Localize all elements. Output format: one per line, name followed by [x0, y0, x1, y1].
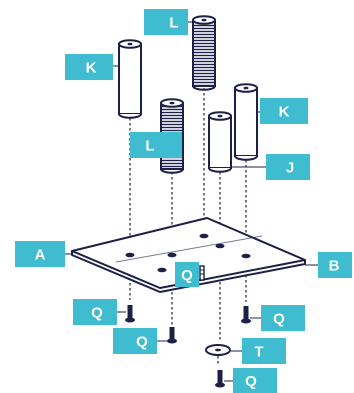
callout-T-text: T [254, 344, 263, 361]
callout-L-top-text: L [169, 15, 178, 32]
callout-Q-plate: Q [175, 262, 199, 287]
screw-3 [241, 306, 251, 324]
threaded-rod-top [192, 15, 216, 91]
callout-Q-4: Q [233, 368, 277, 393]
callout-T: T [242, 338, 286, 364]
callout-A-text: A [35, 247, 46, 264]
callout-K-right-text: K [279, 104, 290, 121]
callout-Q-3-text: Q [273, 311, 285, 328]
callout-Q-plate-text: Q [181, 267, 193, 284]
spacer-j [208, 111, 232, 173]
callout-Q-2: Q [113, 328, 157, 354]
callout-J-text: J [286, 160, 294, 177]
spacer-k-left [118, 39, 142, 119]
callout-L-top: L [144, 9, 188, 35]
callout-B: B [318, 252, 352, 278]
callout-Q-2-text: Q [136, 334, 148, 351]
callout-K-left-text: K [86, 60, 97, 77]
screw-2 [167, 327, 177, 344]
callout-Q-1-text: Q [91, 305, 103, 322]
callout-L-middle-text: L [145, 138, 154, 155]
callout-K-left: K [65, 54, 113, 80]
callout-Q-1: Q [73, 299, 117, 325]
washer [205, 344, 231, 356]
callout-B-text: B [329, 258, 340, 275]
callout-L-middle: L [130, 132, 182, 158]
callout-A: A [15, 241, 65, 267]
callout-J: J [266, 154, 310, 180]
screw-1 [125, 305, 135, 323]
callout-K-right: K [260, 98, 308, 124]
screw-4 [215, 370, 225, 388]
callout-Q-4-text: Q [245, 373, 257, 390]
spacer-k-right [234, 83, 258, 161]
callout-Q-3: Q [261, 305, 305, 331]
